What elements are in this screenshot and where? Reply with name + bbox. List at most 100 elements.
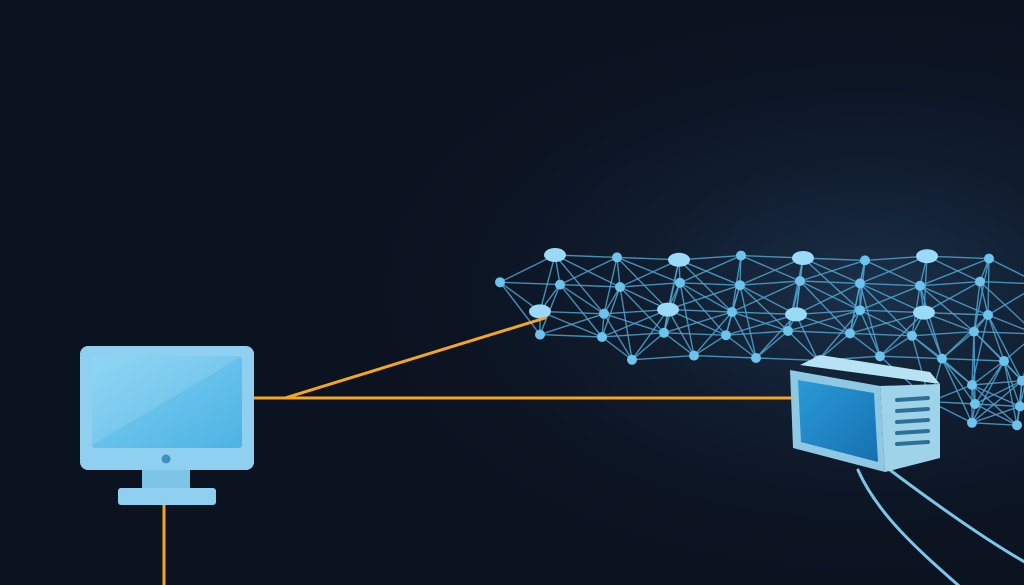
- mesh-node: [751, 353, 761, 363]
- mesh-edge: [923, 256, 928, 313]
- mesh-edge: [787, 309, 861, 332]
- mesh-edge: [926, 255, 981, 283]
- server-cable-1: [856, 468, 961, 585]
- mesh-node: [915, 280, 925, 291]
- mesh-edge: [795, 314, 819, 361]
- mesh-node: [555, 279, 565, 290]
- mesh-edge: [499, 281, 541, 336]
- mesh-edge: [864, 259, 921, 287]
- mesh-edge: [987, 314, 1005, 362]
- mesh-node: [721, 330, 731, 341]
- mesh-edge: [979, 281, 989, 316]
- mesh-edge: [987, 314, 1023, 382]
- mesh-edge: [859, 282, 913, 337]
- mesh-edge: [923, 280, 981, 314]
- mesh-edge: [616, 256, 669, 311]
- mesh-edge: [919, 280, 981, 287]
- mesh-node: [612, 252, 622, 263]
- mesh-edge: [739, 280, 801, 286]
- mesh-edge: [879, 312, 925, 357]
- mesh-node: [783, 326, 793, 336]
- mesh-edge: [631, 354, 695, 361]
- mesh-edge: [678, 259, 733, 313]
- mesh-edge: [739, 285, 757, 359]
- mesh-edge: [739, 284, 789, 332]
- mesh-edge: [802, 257, 861, 311]
- mesh-edge: [539, 254, 556, 312]
- mesh-edge: [755, 357, 819, 362]
- mesh-node: [735, 280, 745, 291]
- mesh-edge: [619, 259, 680, 288]
- mesh-edge: [849, 311, 925, 335]
- mesh-edge: [849, 332, 881, 357]
- mesh-edge: [919, 285, 943, 359]
- mesh-edge: [603, 286, 621, 315]
- mesh-node: [983, 310, 993, 320]
- mesh-node: [937, 353, 947, 364]
- mesh-hub-node: [792, 251, 814, 265]
- mesh-edge: [923, 312, 943, 359]
- mesh-edge: [879, 335, 913, 357]
- mesh-edge: [973, 330, 1024, 335]
- mesh-node: [860, 255, 870, 266]
- mesh-edge: [499, 254, 556, 283]
- mesh-edge: [987, 292, 1024, 316]
- mesh-edge: [631, 309, 669, 361]
- mesh-edge: [601, 336, 633, 361]
- monitor-power-dot: [161, 454, 171, 464]
- mesh-node: [597, 332, 607, 342]
- mesh-edge: [971, 405, 1021, 424]
- mesh-edge: [973, 331, 976, 405]
- mesh-edge: [919, 285, 975, 333]
- mesh-node: [615, 282, 625, 292]
- mesh-node: [1012, 420, 1022, 431]
- mesh-edge: [1003, 360, 1021, 407]
- mesh-edge: [559, 283, 621, 288]
- mesh-edge: [799, 280, 861, 285]
- mesh-node: [967, 417, 977, 428]
- mesh-edge: [663, 332, 727, 336]
- mesh-edge: [971, 384, 1021, 408]
- mesh-edge: [559, 256, 618, 286]
- mesh-edge: [731, 280, 801, 313]
- mesh-edge: [619, 282, 681, 288]
- mesh-edge: [740, 254, 801, 282]
- mesh-edge: [799, 280, 861, 311]
- mesh-edge: [616, 256, 681, 284]
- mesh-edge: [1003, 360, 1018, 426]
- server-vent: [895, 396, 930, 446]
- mesh-edge: [817, 309, 861, 361]
- mesh-edge: [539, 333, 603, 338]
- mesh-node: [969, 326, 979, 337]
- mesh-node: [975, 276, 985, 287]
- mesh-node: [675, 277, 685, 288]
- mesh-edge: [941, 358, 976, 405]
- mesh-edge: [559, 284, 605, 315]
- server-cables: [856, 468, 1024, 585]
- mesh-edge: [971, 422, 1018, 426]
- mesh-node: [855, 278, 865, 289]
- mesh-edge: [988, 257, 1024, 277]
- mesh-edge: [859, 309, 881, 357]
- monitor-neck: [142, 470, 190, 490]
- mesh-edge: [739, 284, 797, 316]
- mesh-node: [845, 328, 855, 339]
- server-front-panel: [798, 380, 878, 462]
- mesh-node: [1017, 375, 1024, 386]
- mesh-node: [627, 354, 637, 365]
- mesh-edge: [1019, 385, 1024, 407]
- mesh-node: [795, 276, 805, 286]
- mesh-edge: [693, 311, 733, 357]
- mesh-edge: [693, 334, 727, 357]
- mesh-edge: [971, 380, 1023, 424]
- mesh-edge: [755, 313, 797, 359]
- monitor-icon: [80, 346, 254, 505]
- mesh-node: [727, 307, 737, 317]
- mesh-edge: [941, 331, 975, 360]
- mesh-node: [984, 253, 994, 264]
- mesh-node: [689, 350, 699, 361]
- network-mesh-nodes: [495, 248, 1024, 431]
- mesh-edge: [603, 313, 633, 361]
- mesh-edge: [795, 282, 861, 316]
